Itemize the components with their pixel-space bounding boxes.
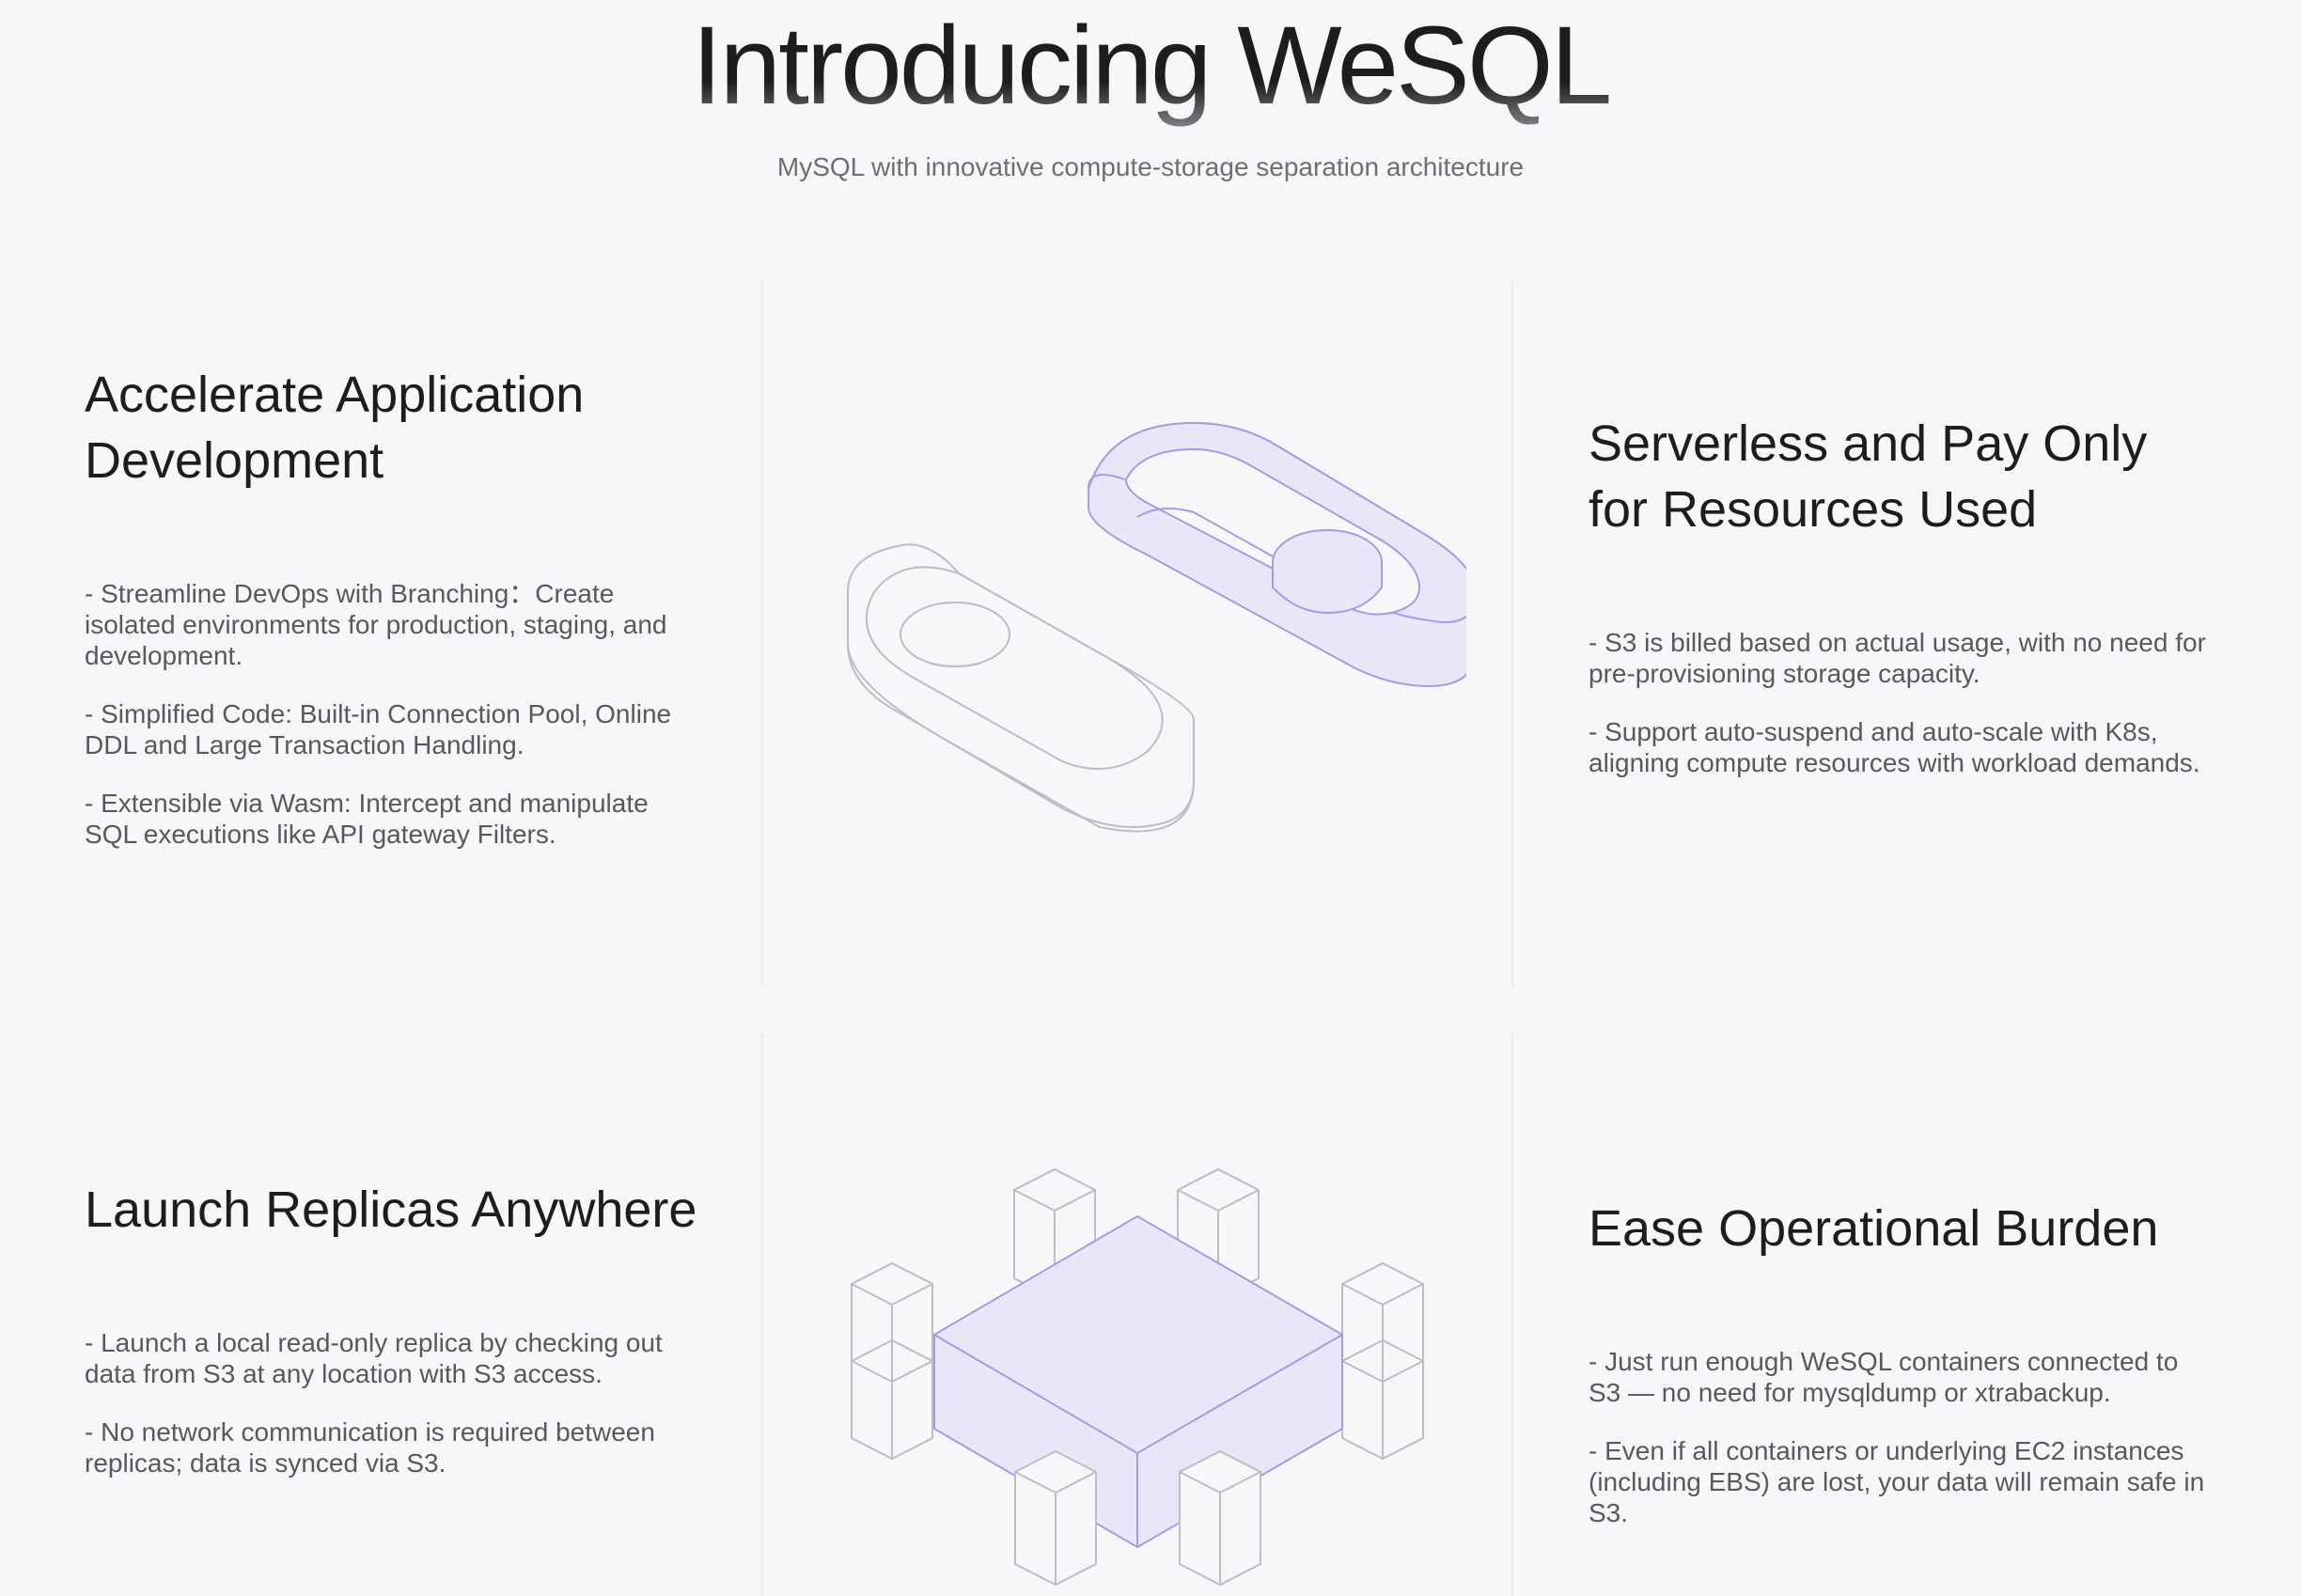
feature-title: Ease Operational Burden [1589, 1200, 2159, 1257]
feature-accelerate-development: Accelerate Application Development - Str… [85, 362, 705, 877]
feature-point: - Just run enough WeSQL containers conne… [1589, 1347, 2179, 1407]
feature-ease-operational-burden: Ease Operational Burden - Just run enoug… [1589, 1196, 2209, 1556]
replica-cubes-illustration [827, 1156, 1466, 1596]
feature-point: - Even if all containers or underlying E… [1589, 1436, 2205, 1527]
feature-point: - No network communication is required b… [85, 1417, 655, 1478]
outline-pill [847, 543, 1195, 833]
column-divider-left-bottom [761, 1034, 763, 1596]
central-slab [933, 1214, 1343, 1549]
toggle-pill-svg [847, 421, 1466, 833]
feature-point: - Extensible via Wasm: Intercept and man… [85, 789, 649, 849]
feature-title: Launch Replicas Anywhere [85, 1181, 697, 1238]
replica-cubes-svg [851, 1167, 1424, 1587]
column-divider-right-bottom [1511, 1034, 1513, 1596]
feature-title: Accelerate Application Development [85, 367, 585, 489]
feature-point: - Support auto-suspend and auto-scale wi… [1589, 717, 2200, 777]
column-divider-left-top [761, 282, 763, 987]
toggle-pill-illustration [827, 404, 1466, 855]
feature-point: - S3 is billed based on actual usage, wi… [1589, 628, 2206, 688]
feature-title: Serverless and Pay Only for Resources Us… [1589, 415, 2148, 538]
purple-pill [1088, 421, 1466, 688]
front-columns [1014, 1449, 1261, 1587]
column-divider-right-top [1511, 282, 1513, 987]
feature-point: - Launch a local read-only replica by ch… [85, 1328, 663, 1388]
feature-serverless-pay-per-use: Serverless and Pay Only for Resources Us… [1589, 411, 2209, 806]
hero-subtitle: MySQL with innovative compute-storage se… [776, 152, 1525, 181]
feature-launch-replicas: Launch Replicas Anywhere - Launch a loca… [85, 1177, 705, 1506]
feature-point: - Simplified Code: Built-in Connection P… [85, 699, 672, 759]
feature-point: - Streamline DevOps with Branching：Creat… [85, 579, 667, 670]
hero-title: Introducing WeSQL [0, 0, 2301, 132]
